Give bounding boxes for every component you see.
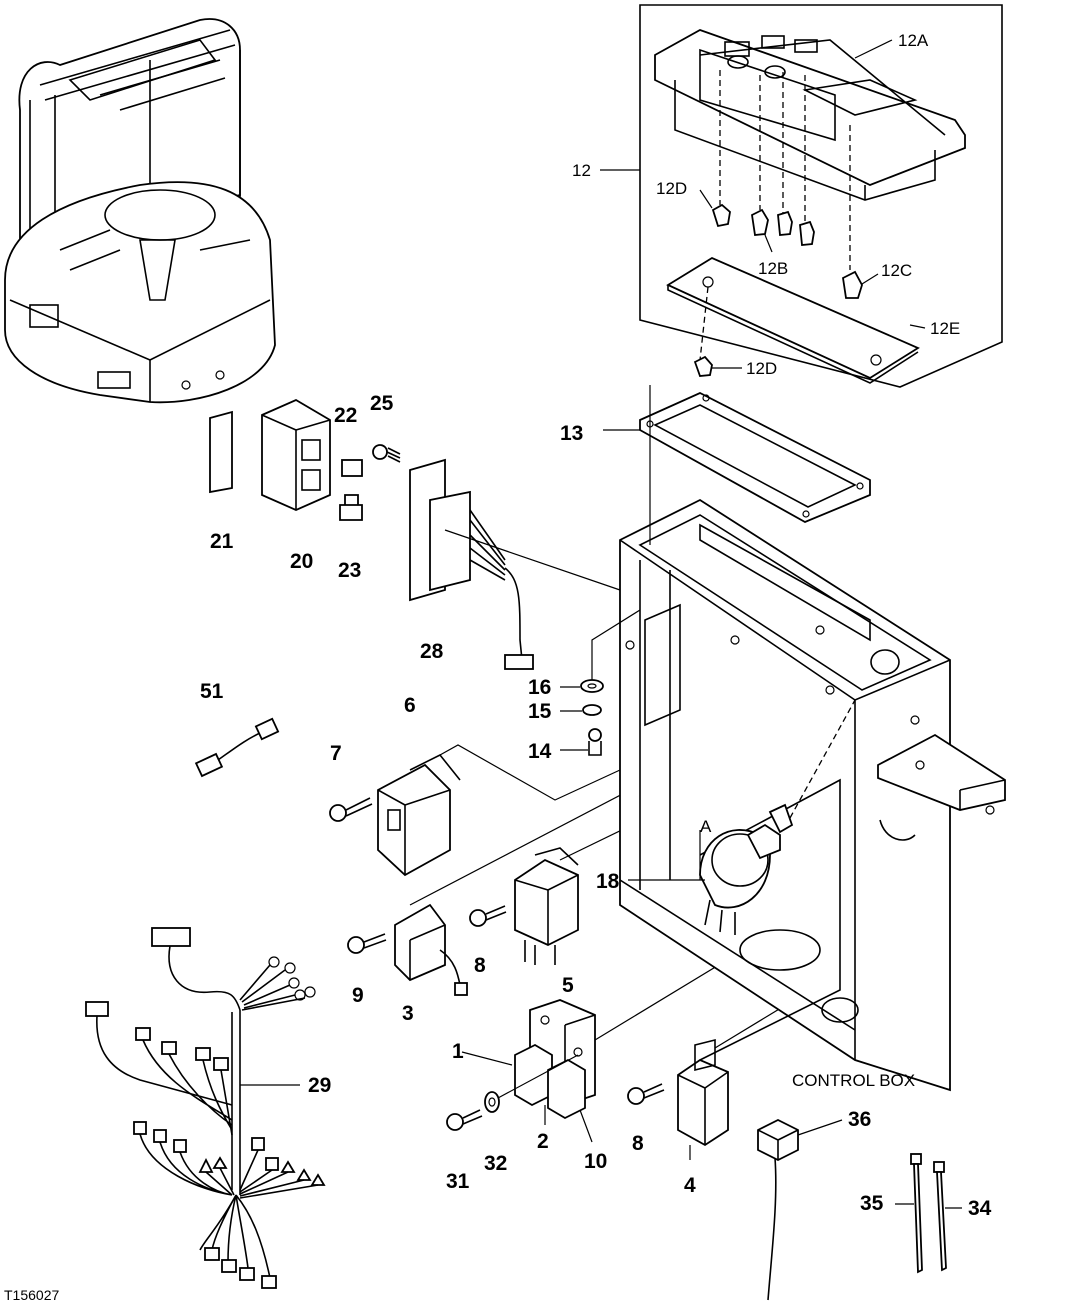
- callout-32: 32: [484, 1152, 507, 1175]
- harness-51: 51: [194, 680, 280, 778]
- controller-28: 28: [409, 458, 621, 670]
- decal-21: 21: [209, 410, 234, 553]
- callout-4: 4: [684, 1174, 696, 1197]
- callout-12C: 12C: [881, 261, 912, 280]
- callout-12: 12: [572, 161, 591, 180]
- callout-34: 34: [968, 1197, 992, 1220]
- cable-ties-34-35: 35 34: [860, 1153, 992, 1274]
- callout-12D-upper: 12D: [656, 179, 687, 198]
- callout-51: 51: [200, 680, 224, 703]
- callout-3: 3: [402, 1002, 414, 1025]
- bolt-8-lower: 8: [627, 1083, 665, 1155]
- relay-3: 3: [394, 903, 468, 1025]
- key-switch-18: A 18: [596, 699, 856, 935]
- callout-12A: 12A: [898, 31, 929, 50]
- excavator-cab-illustration: [4, 18, 276, 404]
- callout-10: 10: [584, 1150, 607, 1173]
- connector-22-23: 22 23: [334, 404, 363, 582]
- screw-31: 31: [446, 1109, 483, 1193]
- control-box-housing: CONTROL BOX: [619, 498, 1006, 1092]
- callout-12B: 12B: [758, 259, 788, 278]
- bolt-9: 9: [347, 933, 387, 1007]
- callout-2: 2: [537, 1130, 549, 1153]
- callout-5: 5: [562, 974, 574, 997]
- callout-18: 18: [596, 870, 620, 893]
- document-id: T156027: [4, 1287, 59, 1303]
- relay-5: 5: [514, 769, 746, 997]
- relay-block-1-2-10: 1 2 10: [452, 939, 761, 1173]
- section-marker-a: A: [700, 817, 712, 836]
- fasteners-14-15-16: 16 15 14: [528, 609, 641, 763]
- callout-25: 25: [370, 392, 394, 415]
- callout-8-upper: 8: [474, 954, 486, 977]
- callout-36: 36: [848, 1108, 871, 1131]
- callout-22: 22: [334, 404, 357, 427]
- control-box-label: CONTROL BOX: [792, 1071, 915, 1090]
- callout-9: 9: [352, 984, 364, 1007]
- callout-6: 6: [404, 694, 416, 717]
- callout-7: 7: [330, 742, 342, 765]
- callout-14: 14: [528, 740, 552, 763]
- callout-1: 1: [452, 1040, 464, 1063]
- callout-8-lower: 8: [632, 1132, 644, 1155]
- callout-13: 13: [560, 422, 583, 445]
- callout-29: 29: [308, 1074, 331, 1097]
- callout-12D-lower: 12D: [746, 359, 777, 378]
- bolt-25: 25: [370, 392, 401, 463]
- callout-15: 15: [528, 700, 552, 723]
- grommet-36: 36: [757, 1108, 871, 1301]
- callout-20: 20: [290, 550, 313, 573]
- callout-31: 31: [446, 1170, 470, 1193]
- gasket-13: 13: [560, 385, 871, 545]
- relay-6: 6: [377, 694, 621, 877]
- washer-32: 32: [484, 1091, 507, 1175]
- cover-20: 20: [261, 398, 331, 573]
- callout-28: 28: [420, 640, 444, 663]
- callout-23: 23: [338, 559, 361, 582]
- monitor-panel-inset: 12 12A 12D 12B 12C 12E 12D: [572, 4, 1003, 388]
- bolt-7: 7: [329, 742, 373, 822]
- bolt-8-upper: 8: [469, 905, 507, 977]
- callout-35: 35: [860, 1192, 884, 1215]
- callout-21: 21: [210, 530, 234, 553]
- callout-16: 16: [528, 676, 551, 699]
- callout-12E: 12E: [930, 319, 960, 338]
- wiring-harness-29: 29: [85, 927, 331, 1289]
